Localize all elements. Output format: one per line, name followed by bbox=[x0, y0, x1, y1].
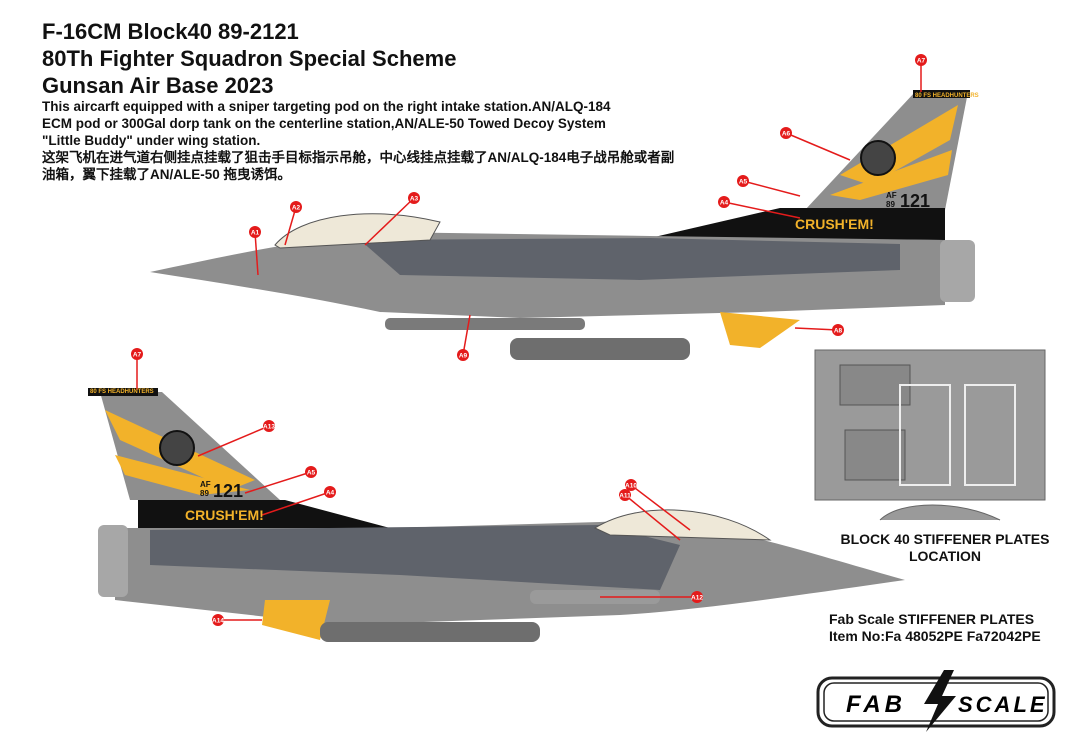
upper-callout-marker bbox=[780, 127, 792, 139]
title-line-2: 80Th Fighter Squadron Special Scheme bbox=[42, 46, 457, 71]
lower-callout-marker bbox=[619, 489, 631, 501]
upper-fin-yellow-stripes-2 bbox=[830, 150, 952, 200]
upper-callout-leader bbox=[785, 132, 851, 161]
upper-squadron-badge bbox=[860, 140, 896, 176]
upper-callout-label: A7 bbox=[917, 58, 926, 65]
lower-tail-code: AF bbox=[200, 480, 211, 489]
lower-tail-year: 89 bbox=[200, 489, 209, 498]
lower-callout-label: A13 bbox=[263, 424, 275, 431]
upper-callout-label: A2 bbox=[292, 205, 301, 212]
lower-callout-label: A14 bbox=[212, 618, 224, 625]
upper-callout-label: A1 bbox=[251, 230, 260, 237]
upper-callout-label: A9 bbox=[459, 353, 468, 360]
upper-centerline-pod bbox=[510, 338, 690, 360]
lower-callout-leader bbox=[197, 425, 270, 457]
lower-callout-marker bbox=[305, 466, 317, 478]
upper-callout-marker bbox=[915, 54, 927, 66]
lower-callout-leader bbox=[630, 484, 691, 531]
description-en-1: This aircarft equipped with a sniper tar… bbox=[42, 99, 611, 114]
lower-callout-label: A7 bbox=[133, 352, 142, 359]
upper-callout-leader bbox=[254, 231, 259, 276]
stiffener-caption-line1: BLOCK 40 STIFFENER PLATES bbox=[840, 531, 1050, 547]
lower-engine-nozzle bbox=[98, 525, 128, 597]
lower-centerline-pod bbox=[320, 622, 540, 642]
lower-targeting-pod bbox=[530, 590, 660, 604]
upper-tail-code: AF bbox=[886, 191, 897, 200]
upper-callout-leader bbox=[794, 327, 839, 331]
upper-dark-camo bbox=[360, 238, 900, 280]
upper-callout-label: A5 bbox=[739, 179, 748, 186]
lower-tail-band-text: 80 FS HEADHUNTERS bbox=[90, 389, 154, 395]
lower-fin-yellow-stripes-2 bbox=[115, 455, 250, 495]
lower-callout-marker bbox=[212, 614, 224, 626]
lower-callout-marker bbox=[625, 479, 637, 491]
upper-callout-marker bbox=[457, 349, 469, 361]
lower-callout-leader bbox=[244, 471, 312, 494]
lower-ventral-fin bbox=[262, 600, 330, 640]
lower-callout-leader bbox=[261, 491, 331, 516]
stiffener-diagram bbox=[814, 349, 1046, 521]
lower-aircraft bbox=[88, 388, 905, 642]
upper-tail-year: 89 bbox=[886, 200, 895, 209]
upper-ventral-fin bbox=[720, 312, 800, 348]
description-en-2: ECM pod or 300Gal dorp tank on the cente… bbox=[42, 116, 606, 131]
upper-callout-label: A3 bbox=[410, 196, 419, 203]
upper-wing-store bbox=[385, 318, 585, 330]
lower-callout-marker bbox=[131, 348, 143, 360]
upper-aircraft bbox=[150, 90, 975, 360]
upper-callout-label: A4 bbox=[720, 200, 729, 207]
product-line: Fab Scale STIFFENER PLATES bbox=[829, 611, 1035, 627]
callouts: A1A2A3A4A5A6A7A8A9A7A13A5A4A10A11A12A148… bbox=[90, 54, 979, 626]
lower-callout-label: A11 bbox=[619, 493, 631, 500]
upper-callout-leader bbox=[723, 201, 801, 219]
upper-tail-band bbox=[913, 90, 970, 98]
description-zh-1: 这架飞机在进气道右侧挂点挂载了狙击手目标指示吊舱，中心线挂点挂载了AN/ALQ-… bbox=[42, 150, 675, 165]
upper-callout-label: A6 bbox=[782, 131, 791, 138]
logo-fab: FAB bbox=[846, 691, 906, 718]
upper-callout-marker bbox=[832, 324, 844, 336]
lower-callout-marker bbox=[263, 420, 275, 432]
upper-canopy bbox=[274, 213, 441, 249]
upper-tail-band-text: 80 FS HEADHUNTERS bbox=[915, 93, 979, 99]
upper-callout-leader bbox=[284, 206, 297, 246]
title-line-1: F-16CM Block40 89-2121 bbox=[42, 19, 299, 44]
upper-callout-marker bbox=[249, 226, 261, 238]
upper-callout-leader bbox=[742, 180, 801, 197]
upper-callout-leader bbox=[462, 314, 471, 356]
lower-callout-label: A4 bbox=[326, 490, 335, 497]
item-number-line: Item No:Fa 48052PE Fa72042PE bbox=[829, 628, 1041, 644]
description-en-3: "Little Buddy" under wing station. bbox=[42, 133, 261, 148]
lower-callout-label: A10 bbox=[625, 483, 637, 490]
upper-callout-marker bbox=[290, 201, 302, 213]
lightning-bolt-icon bbox=[924, 670, 956, 732]
upper-callout-marker bbox=[737, 175, 749, 187]
upper-callout-label: A8 bbox=[834, 328, 843, 335]
upper-black-spine bbox=[650, 208, 945, 240]
logo-scale: SCALE bbox=[958, 692, 1048, 717]
upper-callout-marker bbox=[408, 192, 420, 204]
lower-motto: CRUSH'EM! bbox=[185, 507, 264, 523]
upper-motto: CRUSH'EM! bbox=[795, 216, 874, 232]
lower-callout-marker bbox=[324, 486, 336, 498]
title-line-3: Gunsan Air Base 2023 bbox=[42, 73, 274, 98]
upper-callout-marker bbox=[718, 196, 730, 208]
upper-tail-number: 121 bbox=[900, 191, 930, 211]
fab-scale-logo: FAB SCALE bbox=[816, 670, 1056, 732]
lower-callout-marker bbox=[691, 591, 703, 603]
lower-tail-number: 121 bbox=[213, 481, 243, 501]
description-zh-2: 油箱，翼下挂载了AN/ALE-50 拖曳诱饵。 bbox=[42, 167, 292, 182]
lower-squadron-badge bbox=[159, 430, 195, 466]
stiffener-caption-line2: LOCATION bbox=[908, 548, 982, 564]
stiffener-caption: BLOCK 40 STIFFENER PLATES LOCATION bbox=[830, 531, 1060, 565]
lower-dark-camo bbox=[150, 525, 680, 590]
upper-callout-leader bbox=[364, 197, 415, 246]
upper-engine-nozzle bbox=[940, 240, 975, 302]
lower-callout-leader bbox=[624, 494, 681, 541]
lower-callout-label: A5 bbox=[307, 470, 316, 477]
lower-callout-label: A12 bbox=[691, 595, 703, 602]
lower-tail-band bbox=[88, 388, 158, 396]
